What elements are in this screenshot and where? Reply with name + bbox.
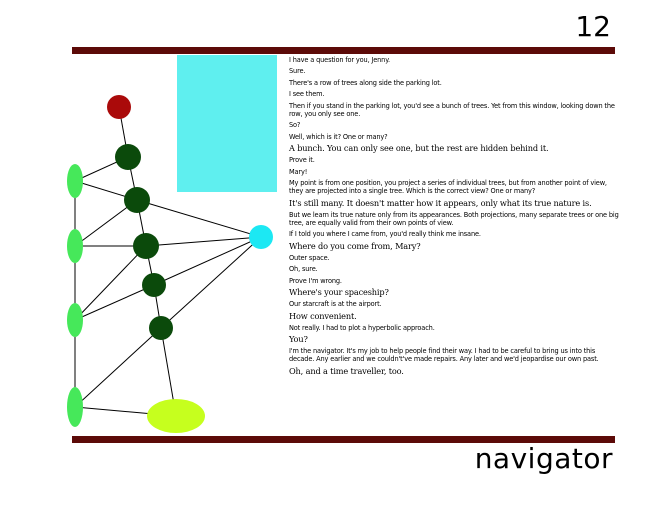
page-number: 12 xyxy=(575,10,611,43)
dark-green-node xyxy=(115,144,141,170)
dark-green-node xyxy=(124,187,150,213)
dark-green-node xyxy=(149,316,173,340)
dialogue-line: I see them. xyxy=(289,90,325,99)
dialogue-line: I have a question for you, Jenny. xyxy=(289,56,390,64)
dialogue-line: Prove I'm wrong. xyxy=(289,276,342,285)
dark-green-node xyxy=(142,273,166,297)
dialogue-line: You? xyxy=(289,334,308,344)
light-green-node xyxy=(67,229,83,263)
dialogue-line: Not really. I had to plot a hyperbolic a… xyxy=(289,323,435,332)
top-divider-bar xyxy=(72,47,615,54)
dialogue-line: There's a row of trees along side the pa… xyxy=(289,78,442,87)
light-green-node xyxy=(67,164,83,198)
dialogue-line: Oh, and a time traveller, too. xyxy=(289,365,404,376)
dialogue-line: Our starcraft is at the airport. xyxy=(289,300,382,309)
dialogue-line: Prove it. xyxy=(289,156,315,165)
dialogue-line: Where do you come from, Mary? xyxy=(289,240,421,251)
red-node xyxy=(107,95,131,119)
cyan-node xyxy=(249,225,273,249)
dialogue-line: I'm the navigator. It's my job to help p… xyxy=(289,347,599,364)
dark-green-node xyxy=(133,233,159,259)
dialogue-line: Sure. xyxy=(289,67,306,76)
footer-title: navigator xyxy=(474,442,613,475)
dialogue-line: But we learn its true nature only from i… xyxy=(289,210,619,227)
dialogue-line: How convenient. xyxy=(289,310,357,321)
dialogue-line: A bunch. You can only see one, but the r… xyxy=(289,143,549,154)
dialogue-text: I have a question for you, Jenny. Sure. Th… xyxy=(289,56,621,379)
dialogue-line: My point is from one position, you proje… xyxy=(289,178,607,196)
dialogue-line: So? xyxy=(289,121,301,130)
dialogue-line: Well, which is it? One or many? xyxy=(289,132,388,141)
bottom-divider-bar xyxy=(72,436,615,443)
light-green-node xyxy=(67,303,83,337)
yellow-green-node xyxy=(147,399,205,433)
dialogue-line: Then if you stand in the parking lot, yo… xyxy=(289,101,615,118)
light-green-node xyxy=(67,387,83,427)
dialogue-line: Oh, sure. xyxy=(289,265,318,274)
cyan-block xyxy=(177,55,277,192)
dialogue-line: If I told you where I came from, you'd r… xyxy=(289,230,481,239)
dialogue-line: Mary! xyxy=(289,167,308,176)
dialogue-line: It's still many. It doesn't matter how i… xyxy=(289,197,592,208)
dialogue-line: Outer space. xyxy=(289,253,330,262)
dialogue-line: Where's your spaceship? xyxy=(289,287,389,298)
